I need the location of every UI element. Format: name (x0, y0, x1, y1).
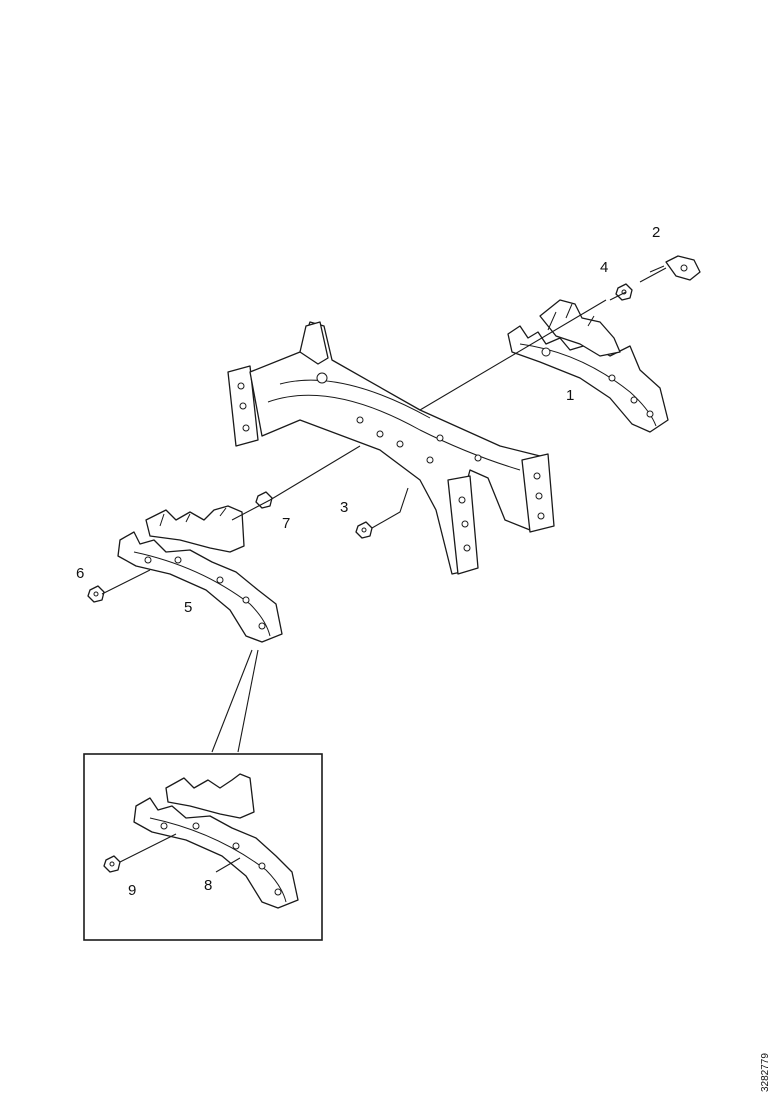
inset-detail (83, 753, 323, 941)
callout-4: 4 (600, 259, 608, 276)
callout-3: 3 (340, 499, 348, 516)
inset-bracket (133, 773, 299, 909)
right-bracket (507, 299, 669, 433)
callout-6: 6 (76, 565, 84, 582)
inset-frame (83, 753, 323, 941)
callout-1: 1 (566, 387, 574, 404)
callout-9: 9 (128, 882, 136, 899)
leader-lines (101, 267, 667, 753)
bolt (355, 521, 373, 539)
left-bracket (117, 505, 283, 643)
callout-7: 7 (282, 515, 290, 532)
cross-member (227, 321, 555, 575)
reference-number: 3282779 (760, 1053, 771, 1092)
callout-5: 5 (184, 599, 192, 616)
nut-6 (87, 585, 105, 603)
callout-8: 8 (204, 877, 212, 894)
nut (615, 283, 633, 301)
small-bracket (649, 255, 701, 281)
nut-7 (255, 491, 273, 509)
inset-nut (103, 855, 121, 873)
callout-2: 2 (652, 224, 660, 241)
